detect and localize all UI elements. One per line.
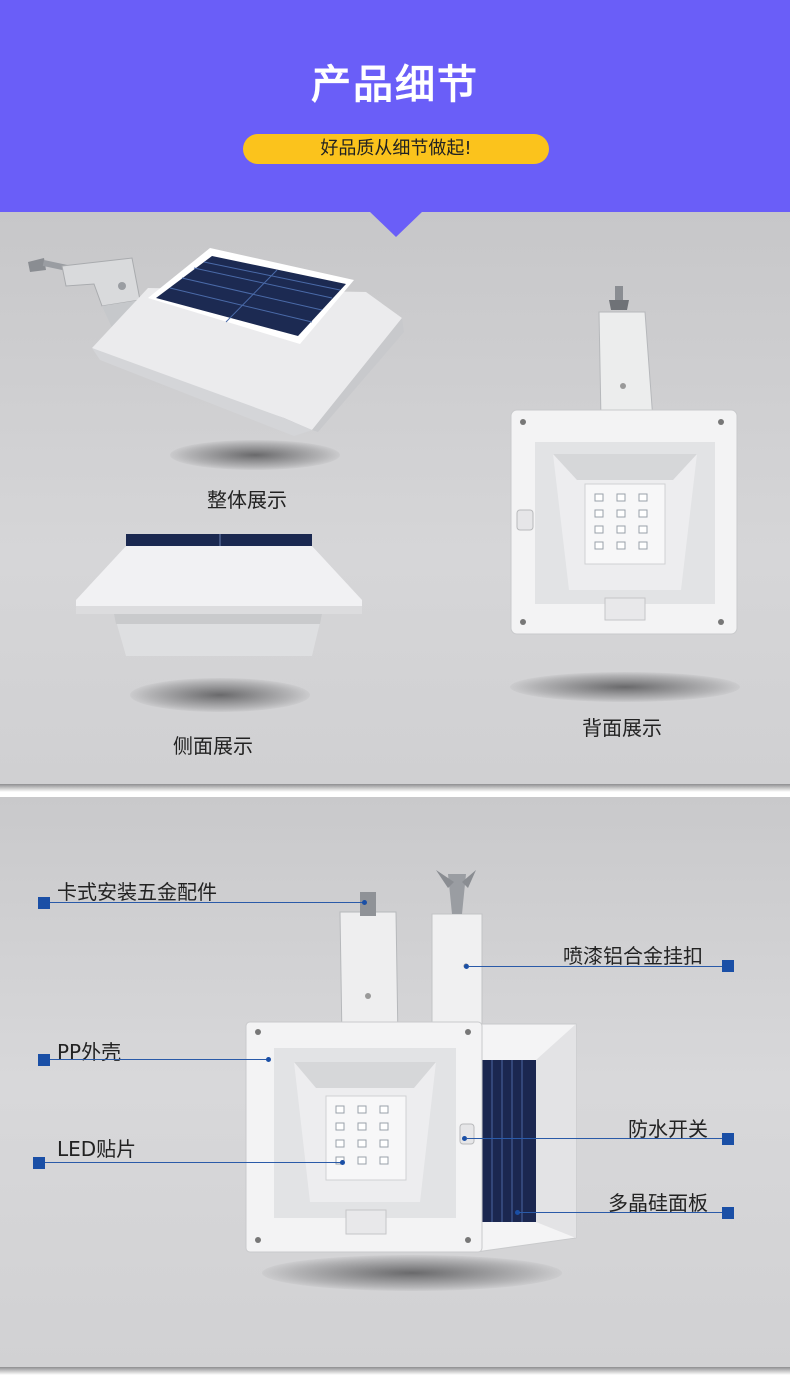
callout-label-led: LED贴片 (57, 1137, 137, 1161)
callout-dot-solar (515, 1210, 520, 1215)
callout-marker-clasp (722, 960, 734, 972)
detail-view-image (245, 870, 577, 1253)
callout-line-clasp (468, 966, 722, 967)
callout-marker-hardware (38, 897, 50, 909)
callout-dot-led (340, 1160, 345, 1165)
overall-view-image (28, 248, 404, 436)
overall-caption: 整体展示 (207, 488, 287, 512)
callout-label-shell: PP外壳 (57, 1040, 122, 1064)
back-shadow (510, 672, 740, 702)
header-banner: 产品细节 好品质从细节做起! (0, 0, 790, 212)
back-caption: 背面展示 (582, 716, 662, 740)
callout-label-clasp: 喷漆铝合金挂扣 (563, 944, 703, 968)
callout-marker-shell (38, 1054, 50, 1066)
page-title: 产品细节 (311, 62, 479, 108)
panel-divider (0, 784, 790, 792)
callout-dot-clasp (464, 964, 469, 969)
callout-marker-led (33, 1157, 45, 1169)
side-view-image (76, 534, 362, 656)
callout-label-switch: 防水开关 (628, 1117, 708, 1141)
callout-line-switch (466, 1138, 722, 1139)
callout-label-hardware: 卡式安装五金配件 (57, 880, 217, 904)
callout-dot-shell (266, 1057, 271, 1062)
callout-line-solar (519, 1212, 722, 1213)
subtitle-badge: 好品质从细节做起! (243, 134, 549, 164)
callout-line-hardware (50, 902, 364, 903)
callout-line-led (45, 1162, 342, 1163)
side-caption: 侧面展示 (173, 734, 253, 758)
overall-shadow (170, 440, 340, 470)
callout-dot-switch (462, 1136, 467, 1141)
header-arrow (369, 211, 423, 237)
callout-dot-hardware (362, 900, 367, 905)
panel-divider-bottom (0, 1367, 790, 1375)
callout-line-shell (50, 1059, 268, 1060)
back-view-image (510, 286, 738, 635)
callout-marker-switch (722, 1133, 734, 1145)
detail-shadow (262, 1255, 562, 1291)
side-shadow (130, 678, 310, 712)
callout-marker-solar (722, 1207, 734, 1219)
callout-label-solar: 多晶硅面板 (608, 1191, 708, 1215)
